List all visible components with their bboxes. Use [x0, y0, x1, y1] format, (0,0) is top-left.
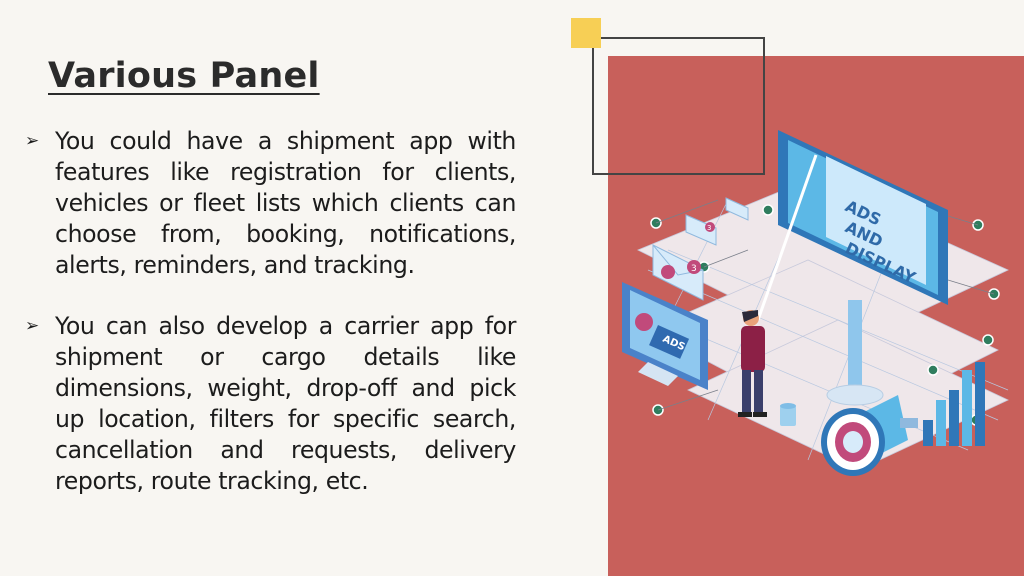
- paint-roller-pole: [756, 154, 818, 321]
- person-figure: [738, 310, 767, 417]
- email-badge-count: 3: [691, 264, 697, 274]
- yellow-accent-square: [571, 18, 601, 48]
- monitor-icon: ADS: [622, 282, 708, 390]
- decorative-outline-frame: [592, 37, 765, 175]
- arrow-bullet-icon: ➢: [25, 131, 40, 151]
- arrow-bullet-icon: ➢: [25, 316, 40, 336]
- bar-chart-icon: [923, 362, 985, 446]
- bullet-text: You could have a shipment app with featu…: [55, 127, 516, 279]
- email-icon-small: 3: [685, 214, 717, 246]
- slide-title: Various Panel: [48, 56, 320, 96]
- bullet-text: You can also develop a carrier app for s…: [55, 312, 516, 495]
- billboard: ADS AND DISPLAY: [778, 130, 948, 406]
- bullet-list: ➢ You could have a shipment app with fea…: [24, 126, 516, 527]
- advertising-illustration: ADS AND DISPLAY ADS 3 3: [622, 130, 1009, 476]
- email-icon: 3: [652, 244, 704, 301]
- email-icon-tiny: [725, 197, 749, 221]
- connector-lines: [655, 199, 995, 411]
- bullet-item: ➢ You could have a shipment app with fea…: [24, 126, 516, 281]
- megaphone-icon: [821, 395, 918, 476]
- email-badge-count-small: 3: [707, 224, 711, 232]
- paint-bucket-icon: [780, 403, 796, 426]
- bullet-item: ➢ You can also develop a carrier app for…: [24, 311, 516, 497]
